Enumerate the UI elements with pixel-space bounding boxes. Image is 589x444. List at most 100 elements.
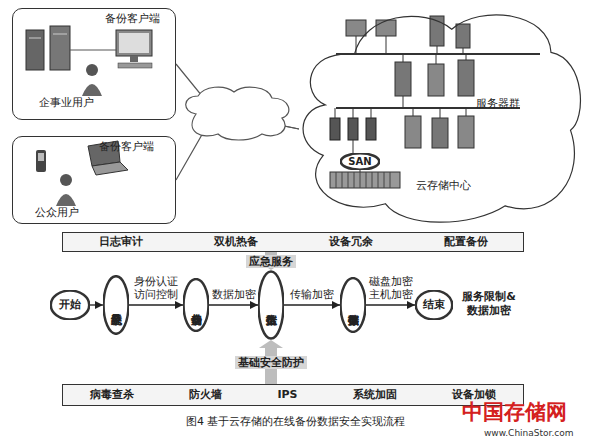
band-item: 病毒查杀 <box>90 389 134 401</box>
wire <box>466 54 467 60</box>
text-holder: 开始 <box>50 290 90 320</box>
storage-disks <box>336 172 390 188</box>
wire <box>437 46 438 54</box>
server-tower <box>405 116 421 148</box>
client-box: 备份客户端公众用户 <box>12 136 176 224</box>
process-ellipse: 结束 <box>415 290 453 320</box>
cloud-path <box>303 15 580 222</box>
ellipse-outline <box>183 278 209 332</box>
process-ellipse: 启动备份 <box>183 278 209 332</box>
rack-unit <box>366 118 376 140</box>
node-text: 公众用户 <box>35 207 79 219</box>
wire <box>386 36 387 54</box>
connector-line <box>176 112 299 180</box>
wire <box>413 108 414 116</box>
server-tower <box>458 116 474 148</box>
text-holder: 结束 <box>415 290 453 320</box>
connector <box>176 64 299 129</box>
wire <box>403 96 404 108</box>
connector-line <box>90 304 103 305</box>
connector-line <box>284 304 340 305</box>
rack-unit <box>330 118 340 140</box>
node-text: 备份客户端 <box>105 13 160 25</box>
band-item: 系统加固 <box>353 389 397 401</box>
text-holder: 数据存储 <box>340 277 366 333</box>
text-holder: 启动备份 <box>183 278 209 332</box>
connector <box>90 305 103 306</box>
ellipse-path <box>259 271 284 338</box>
ellipse-path <box>51 291 89 320</box>
connector-line <box>366 304 415 305</box>
cloud-outline <box>296 4 588 226</box>
connector <box>284 305 340 306</box>
cloud-outline <box>186 87 289 140</box>
band-item: 设备加锁 <box>452 389 496 401</box>
text-holder: SAN <box>340 153 380 170</box>
ellipse-path <box>416 291 452 320</box>
monitor-stand <box>130 56 138 62</box>
node-text: 服务器群 <box>476 98 520 110</box>
wire <box>353 108 354 118</box>
ellipse-outline <box>340 277 366 333</box>
client-box: 备份客户端企事业用户 <box>12 8 176 120</box>
ellipse-outline <box>103 275 129 335</box>
wire <box>335 108 336 118</box>
connector-line <box>176 64 299 129</box>
network-bus <box>336 53 540 55</box>
connector-line <box>129 304 183 305</box>
ellipse-outline <box>258 270 284 340</box>
internet-cloud <box>178 84 296 142</box>
connector <box>176 112 299 180</box>
server-tower <box>458 60 474 96</box>
monitor <box>346 20 366 36</box>
edge-label: 传输加密 <box>286 288 338 301</box>
watermark-url: www.ChinaStor.com <box>484 428 574 438</box>
server-slot <box>53 34 67 35</box>
ellipse-path <box>184 279 209 331</box>
node-text: 企事业用户 <box>39 97 94 109</box>
wire <box>440 108 441 118</box>
band-item: IPS <box>277 389 297 401</box>
monitor <box>116 30 152 56</box>
user-head <box>86 64 98 76</box>
connector <box>129 305 183 306</box>
wire <box>70 50 116 51</box>
band-item: 设备冗余 <box>329 236 373 248</box>
laptop-base <box>92 162 128 175</box>
wire <box>353 140 354 153</box>
connector <box>366 305 415 306</box>
wire <box>371 108 372 118</box>
node-text: 备份客户端 <box>99 141 154 153</box>
edge-label: 身份认证 访问控制 <box>130 275 182 301</box>
ellipse-path <box>341 278 366 332</box>
security-band: 病毒查杀防火墙IPS系统加固设备加锁 <box>62 384 524 406</box>
process-ellipse: 系统登录 <box>103 275 129 335</box>
wire <box>360 170 361 172</box>
process-ellipse: SAN <box>340 153 380 170</box>
connector <box>209 305 258 306</box>
process-ellipse: 数据存储 <box>340 277 366 333</box>
node-text: SAN <box>348 156 371 167</box>
process-ellipse: 上传数据 <box>258 270 284 340</box>
note-text: 服务限制& 数据加密 <box>456 290 522 319</box>
text-holder: 上传数据 <box>258 270 284 340</box>
user-body <box>56 194 76 206</box>
node-text: 开始 <box>59 299 81 311</box>
keyboard <box>118 63 152 68</box>
server-tower <box>456 24 470 48</box>
phone-screen <box>38 153 44 161</box>
server-tower <box>395 62 411 96</box>
edge-label: 磁盘加密 主机加密 <box>365 275 417 301</box>
server-slot <box>29 38 41 39</box>
server-tower <box>50 26 70 70</box>
process-ellipse: 开始 <box>50 290 90 320</box>
server-tower <box>432 118 448 148</box>
band-item: 双机热备 <box>214 236 258 248</box>
user-body <box>82 84 102 96</box>
phone <box>36 150 46 172</box>
rack-unit <box>348 118 358 140</box>
wire <box>463 48 464 54</box>
